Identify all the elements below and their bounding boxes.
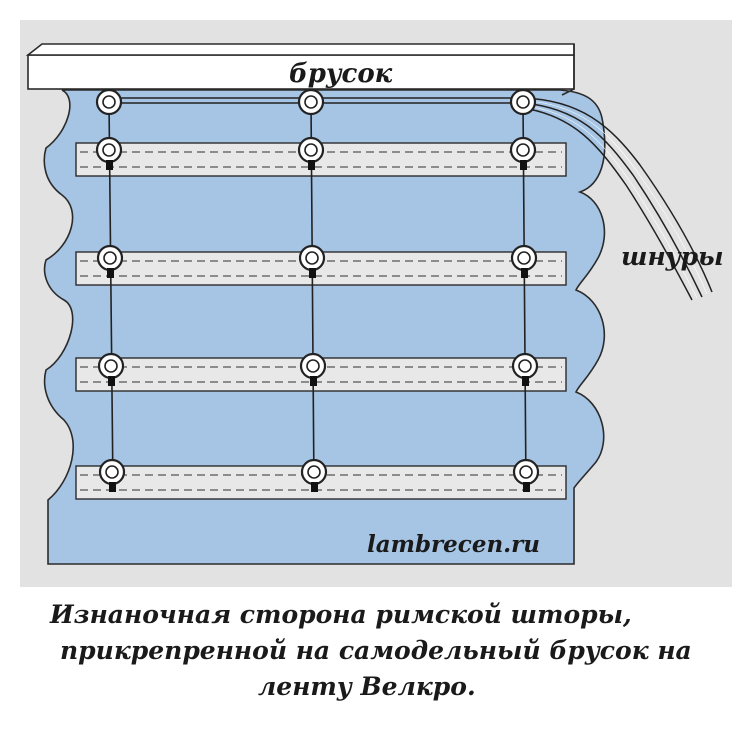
ring <box>510 244 538 278</box>
screw-eye <box>95 88 123 116</box>
wooden-bar-side <box>561 44 575 96</box>
ring <box>512 458 540 492</box>
ring <box>97 352 125 386</box>
exit-cords <box>522 97 713 301</box>
ring <box>509 136 537 170</box>
ring <box>511 352 539 386</box>
exit-cords <box>522 100 708 299</box>
caption-line-2: прикрепренной на самодельный брусок на <box>60 636 692 665</box>
cords-label: шнуры <box>621 242 724 271</box>
watermark-label: lambrecen.ru <box>367 531 540 558</box>
ring <box>300 458 328 492</box>
bar-label: брусок <box>289 59 393 89</box>
wooden-bar-top <box>25 43 575 56</box>
screw-eye <box>297 88 325 116</box>
ring <box>298 244 326 278</box>
caption-line-1: Изнаночная сторона римской шторы, <box>50 600 632 629</box>
ring <box>299 352 327 386</box>
caption-line-3: ленту Велкро. <box>258 672 476 701</box>
ring <box>95 136 123 170</box>
fabric-shade <box>43 89 606 565</box>
screw-eye <box>509 88 537 116</box>
ring <box>98 458 126 492</box>
wooden-bar <box>27 54 575 90</box>
ring <box>297 136 325 170</box>
ring <box>96 244 124 278</box>
